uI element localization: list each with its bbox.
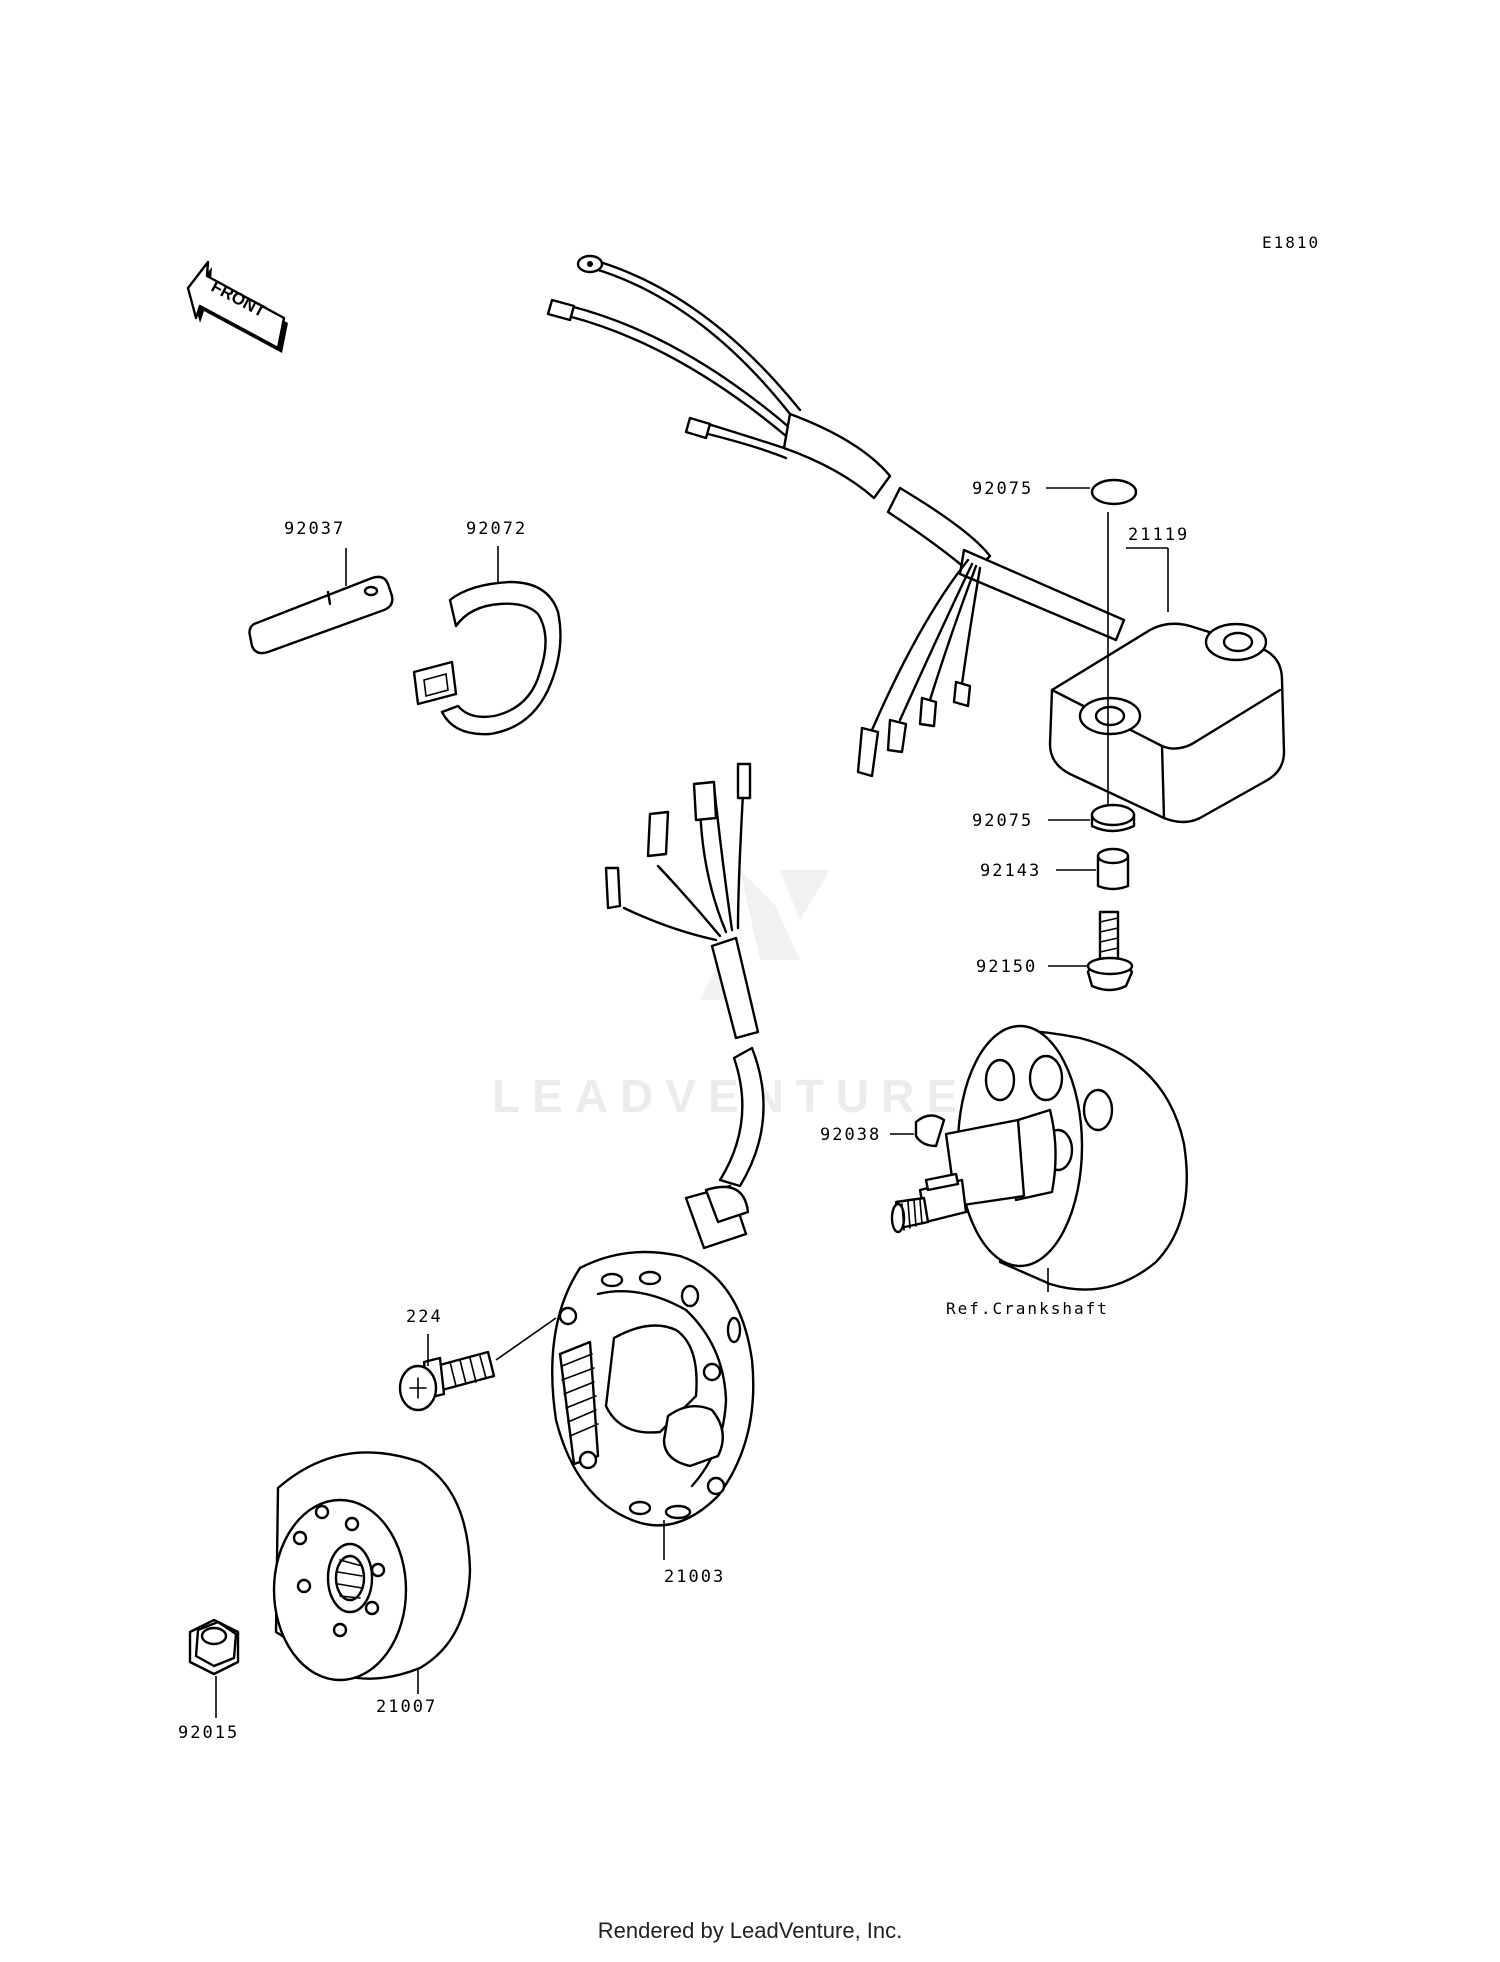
- part-92075-grommet-bottom: [1048, 803, 1136, 833]
- label-21119: 21119: [1128, 525, 1189, 545]
- part-92150-bolt: [1048, 910, 1134, 992]
- label-21007: 21007: [376, 1697, 437, 1717]
- part-crankshaft: [890, 1024, 1188, 1292]
- part-92072-band: [412, 546, 562, 736]
- part-92037-strap: [248, 548, 394, 655]
- label-92015: 92015: [178, 1723, 239, 1743]
- part-21003-stator: [551, 1250, 755, 1560]
- watermark-text: LEADVENTURE: [492, 1070, 969, 1122]
- label-92143: 92143: [980, 861, 1041, 881]
- label-ref-crankshaft: Ref.Crankshaft: [946, 1299, 1109, 1318]
- diagram-code: E1810: [1262, 233, 1320, 252]
- label-92072: 92072: [466, 519, 527, 539]
- label-92038: 92038: [820, 1125, 881, 1145]
- part-21007-flywheel: [272, 1451, 472, 1694]
- part-92015-nut: [188, 1618, 240, 1718]
- part-92143-collar: [1056, 847, 1130, 891]
- label-92075-bottom: 92075: [972, 811, 1033, 831]
- label-224: 224: [406, 1307, 443, 1327]
- part-92075-grommet-top: [1046, 478, 1138, 822]
- label-21003: 21003: [664, 1567, 725, 1587]
- label-92037: 92037: [284, 519, 345, 539]
- part-224-screw: [398, 1317, 557, 1412]
- part-21119-regulator: [1048, 547, 1286, 824]
- part-21119-harness: [546, 254, 1126, 778]
- footer-credit: Rendered by LeadVenture, Inc.: [597, 1918, 903, 1943]
- front-arrow-icon: FRONT: [186, 260, 288, 353]
- watermark: LEADVENTURE: [492, 870, 969, 1122]
- label-92075-top: 92075: [972, 479, 1033, 499]
- label-92150: 92150: [976, 957, 1037, 977]
- part-21003-wiring: [604, 762, 765, 1250]
- part-92038-key: [890, 1114, 946, 1148]
